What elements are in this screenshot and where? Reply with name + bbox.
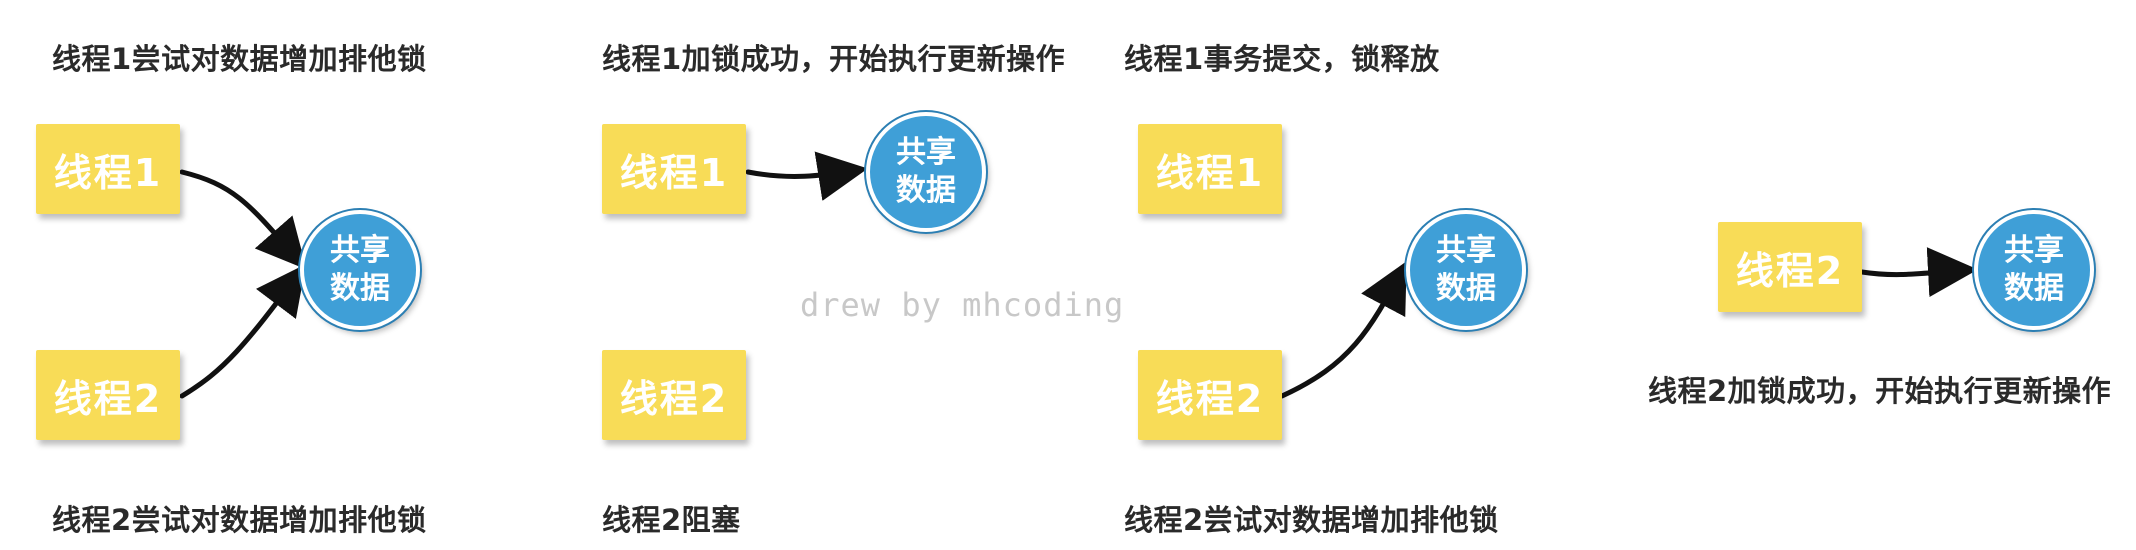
panel2-thread1-box: 线程1	[602, 124, 746, 214]
shared-label-line1: 共享	[2004, 233, 2064, 268]
panel2-thread2-box: 线程2	[602, 350, 746, 440]
panel1-shared-data-circle: 共享 数据	[300, 210, 420, 330]
panel3-top-caption: 线程1事务提交，锁释放	[1124, 42, 1440, 76]
shared-label-line2: 数据	[1436, 271, 1496, 306]
panel2-shared-data-circle: 共享 数据	[866, 112, 986, 232]
shared-label-line2: 数据	[330, 271, 390, 306]
panel3-bottom-caption: 线程2尝试对数据增加排他锁	[1124, 503, 1499, 537]
panel4-shared-data-circle: 共享 数据	[1974, 210, 2094, 330]
arrow-p1-thread2-to-shared	[179, 264, 307, 399]
shared-label-line1: 共享	[330, 233, 390, 268]
panel1-bottom-caption: 线程2尝试对数据增加排他锁	[52, 503, 427, 537]
panel1-thread2-box: 线程2	[36, 350, 180, 440]
panel2-bottom-caption: 线程2阻塞	[602, 503, 741, 537]
shared-label-line1: 共享	[1436, 233, 1496, 268]
panel1-top-caption: 线程1尝试对数据增加排他锁	[52, 42, 427, 76]
arrow-p4-thread2-to-shared	[1859, 247, 1978, 298]
panel3-shared-data-circle: 共享 数据	[1406, 210, 1526, 330]
panel3-thread2-box: 线程2	[1138, 350, 1282, 440]
shared-label-line1: 共享	[896, 135, 956, 170]
panel2-top-caption: 线程1加锁成功，开始执行更新操作	[602, 42, 1066, 76]
panel1-thread1-box: 线程1	[36, 124, 180, 214]
arrow-p2-thread1-to-shared	[745, 151, 868, 201]
panel3-thread1-box: 线程1	[1138, 124, 1282, 214]
watermark-text: drew by mhcoding	[800, 286, 1125, 324]
panel4-bottom-caption: 线程2加锁成功，开始执行更新操作	[1648, 374, 2112, 408]
panel4-thread2-box: 线程2	[1718, 222, 1862, 312]
shared-label-line2: 数据	[896, 173, 956, 208]
arrow-p3-thread2-to-shared	[1279, 261, 1407, 399]
shared-label-line2: 数据	[2004, 271, 2064, 306]
arrow-p1-thread1-to-shared	[179, 169, 307, 270]
